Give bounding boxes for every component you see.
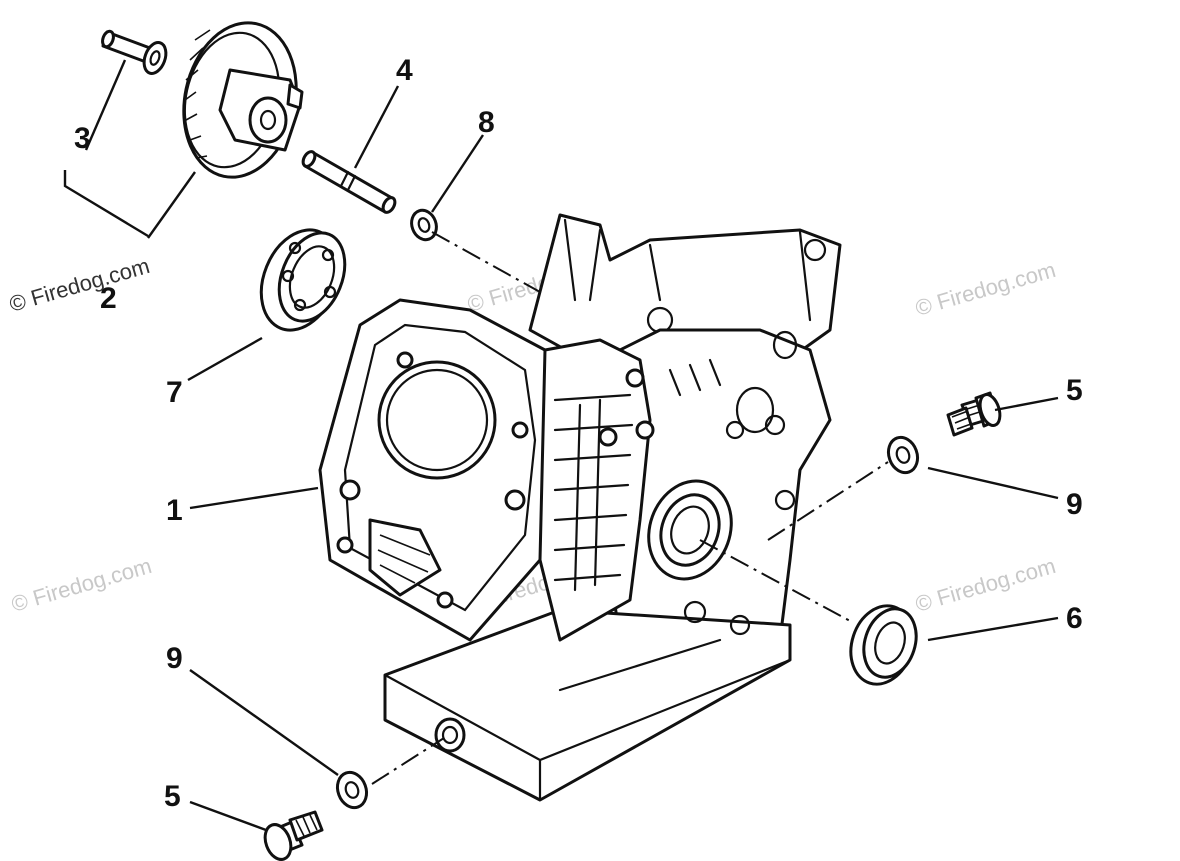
washer-icon <box>886 435 920 475</box>
pin-icon <box>101 29 168 75</box>
watermark-text: © Firedog.com <box>912 553 1058 617</box>
clip-icon <box>410 208 438 242</box>
drain-bolt-icon <box>263 810 324 861</box>
leader-lines <box>63 59 1059 832</box>
watermark-text: © Firedog.com <box>6 253 152 317</box>
callout-part-9-right: 9 <box>1066 488 1083 521</box>
callout-part-9-left: 9 <box>166 642 183 675</box>
callout-part-1: 1 <box>166 494 183 527</box>
watermark-text: © Firedog.com <box>912 257 1058 321</box>
callout-part-2: 2 <box>100 282 117 315</box>
governor-gear-icon <box>182 21 304 179</box>
callout-part-7: 7 <box>166 376 183 409</box>
callout-part-4: 4 <box>396 54 413 87</box>
callout-part-8: 8 <box>478 106 495 139</box>
ball-bearing-icon <box>259 228 347 332</box>
crankcase-icon <box>318 213 842 802</box>
shaft-icon <box>301 150 397 214</box>
callout-part-3: 3 <box>74 122 91 155</box>
drain-bolt-icon <box>946 391 1002 437</box>
callout-part-5-bottom: 5 <box>164 780 181 813</box>
watermark-text: © Firedog.com <box>8 553 154 617</box>
callout-part-5-top: 5 <box>1066 374 1083 407</box>
callouts: 1 2 3 4 5 5 6 7 8 9 9 <box>74 54 1083 813</box>
callout-part-6: 6 <box>1066 602 1083 635</box>
washer-icon <box>335 770 369 810</box>
oil-seal-icon <box>849 604 918 686</box>
